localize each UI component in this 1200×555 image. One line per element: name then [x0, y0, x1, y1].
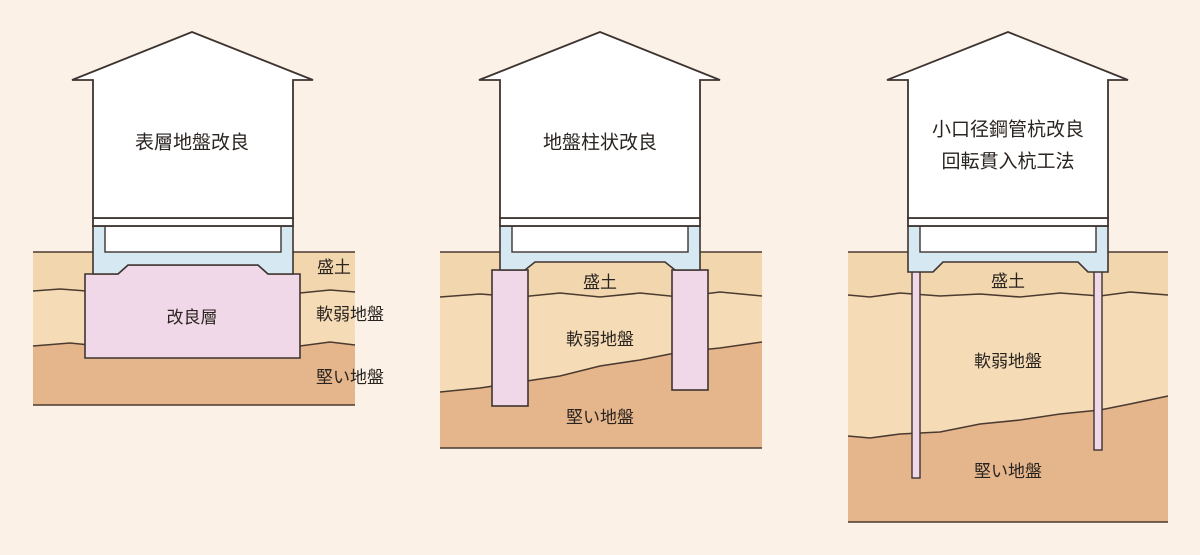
steel-pile-left	[911, 269, 921, 479]
soft-ground-label: 軟弱地盤	[974, 352, 1042, 372]
panel-surface-improvement: 改良層 表層地盤改良 盛土 軟弱地盤 堅い地盤	[32, 31, 384, 406]
method-title-line2: 回転貫入杭工法	[941, 151, 1074, 173]
panel-column-improvement: 地盤柱状改良 盛土 軟弱地盤 堅い地盤	[439, 31, 763, 449]
method-title: 地盤柱状改良	[543, 132, 657, 154]
hard-ground-label: 堅い地盤	[566, 408, 634, 428]
soft-ground-label: 軟弱地盤	[566, 330, 634, 350]
improved-layer-label: 改良層	[167, 308, 218, 328]
method-title-line1: 小口径鋼管杭改良	[932, 119, 1084, 141]
soil-column-left	[491, 269, 529, 407]
soft-ground-label: 軟弱地盤	[316, 305, 384, 325]
hard-ground-label: 堅い地盤	[316, 368, 384, 388]
house	[886, 31, 1129, 219]
steel-pile-right	[1093, 269, 1103, 451]
soft-ground-layer	[848, 292, 1168, 438]
panel-steel-pipe-pile: 小口径鋼管杭改良 回転貫入杭工法 盛土 軟弱地盤 堅い地盤	[847, 31, 1169, 523]
fill-soil-label: 盛土	[991, 272, 1025, 292]
fill-soil-label: 盛土	[583, 273, 617, 293]
house	[71, 31, 314, 219]
fill-soil-label: 盛土	[317, 258, 351, 278]
house	[478, 31, 721, 219]
method-title: 表層地盤改良	[135, 132, 249, 154]
hard-ground-label: 堅い地盤	[974, 462, 1042, 482]
soil-column-right	[671, 269, 709, 391]
